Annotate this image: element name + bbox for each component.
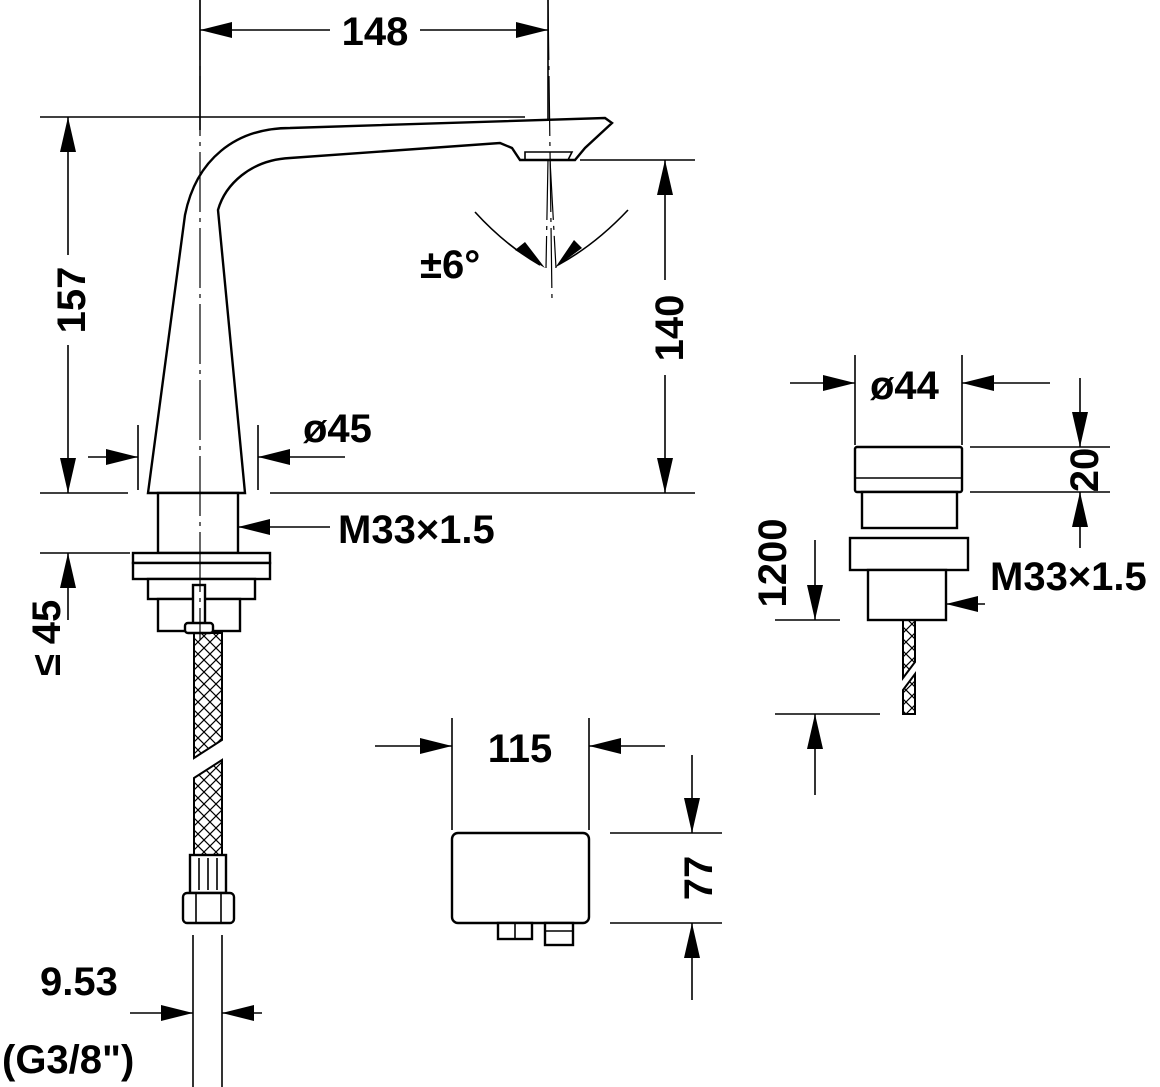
sensor-flange [848,536,970,572]
faucet-flange-lower [131,561,272,581]
total-height-label: 157 [50,267,94,334]
sensor-unit [848,445,970,715]
dim-thread-tap: M33×1.5 [238,508,495,552]
box-width-label: 115 [488,727,553,771]
thread-tap-label: M33×1.5 [338,508,495,552]
braided-hose-lower [193,758,223,856]
faucet-flange [131,551,272,565]
dim-box-height: 77 [610,755,722,1000]
faucet-view [131,0,614,925]
sensor-cable-upper [902,619,916,681]
sensor-clip [860,490,959,530]
faucet-base [156,491,240,555]
mounting-stud [191,583,207,627]
faucet-spout [146,116,614,495]
spout-reach-label: 148 [342,10,409,54]
sensor-diameter-label: ø44 [870,364,940,408]
hose-fitting [183,621,215,635]
dim-deck-thickness: 45 ≤ [25,552,130,676]
dim-total-height: 157 [40,116,525,494]
sensor-height-label: 20 [1063,448,1107,493]
sensor-thread-label: M33×1.5 [990,555,1147,599]
sensor-head [853,445,964,494]
swivel-angle-label: ±6° [420,243,480,287]
outlet-height-label: 140 [648,295,692,362]
deck-thickness-value: 45 [25,600,69,645]
dim-swivel-angle: ±6° [420,209,629,287]
hose-thread-label: (G3/8") [2,1038,134,1082]
dim-sensor-thread: M33×1.5 [946,555,1147,612]
deck-thickness-symbol: ≤ [25,654,69,676]
braided-hose-upper [193,632,223,760]
dim-cable-length: 1200 [751,519,880,795]
dim-sensor-height: 20 [970,378,1110,548]
hose-connector-nut [181,891,236,925]
dim-base-diameter: ø45 [88,407,372,490]
dim-spout-reach: 148 [199,0,549,130]
base-diameter-label: ø45 [303,407,372,451]
dim-hose-connection: 9.53 (G3/8") [2,935,262,1087]
control-box [450,831,591,947]
hose-size-label: 9.53 [40,960,118,1004]
dim-box-width: 115 [375,718,665,830]
sensor-cable-lower [902,671,916,715]
control-box-port-right [543,921,575,947]
sensor-body [866,568,948,622]
dim-sensor-diameter: ø44 [790,355,1050,445]
faucet-aerator [524,151,574,161]
dim-outlet-height: 140 [270,159,695,494]
control-box-body [450,831,591,925]
cable-length-label: 1200 [751,519,795,608]
box-height-label: 77 [677,856,721,901]
